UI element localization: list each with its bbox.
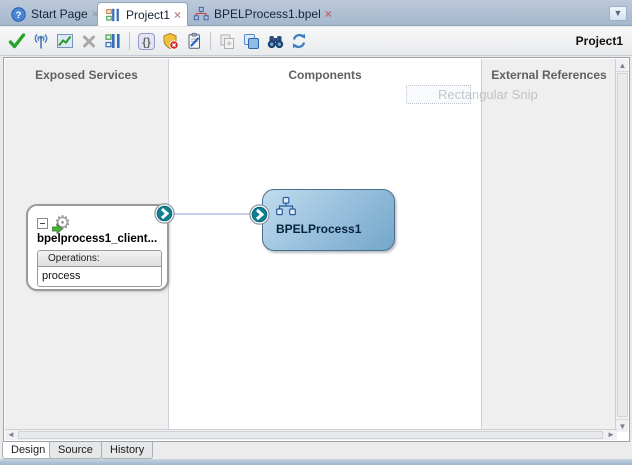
toolbar-project-label: Project1 [575,34,623,48]
help-icon: ? [11,6,26,22]
properties-braces-icon[interactable]: {} [134,29,158,53]
tab-label: Start Page [31,7,88,21]
toolbar-separator [129,32,130,50]
lane-title: External References [491,68,607,82]
close-icon[interactable]: × [174,7,182,22]
bpel-process-icon [275,196,297,217]
lane-divider [481,59,482,432]
scroll-right-icon[interactable]: ► [607,430,615,439]
metrics-chart-icon[interactable] [53,29,77,53]
windows-icon[interactable] [239,29,263,53]
scroll-down-icon[interactable]: ▼ [616,419,629,432]
tab-source[interactable]: Source [49,442,102,459]
operation-process[interactable]: process [38,267,161,286]
vertical-scrollbar[interactable]: ▲ ▼ [615,59,629,432]
operations-box: Operations: process [37,250,162,287]
svg-text:{}: {} [142,36,151,48]
binoculars-icon[interactable] [263,29,287,53]
collapse-minus-icon[interactable] [37,217,48,229]
operations-header: Operations: [38,251,161,267]
security-shield-icon[interactable] [158,29,182,53]
composite-icon [105,7,121,23]
component-title: BPELProcess1 [276,222,362,236]
checklist-icon[interactable] [182,29,206,53]
toolbar: {} [0,27,632,56]
tab-label: BPELProcess1.bpel [214,7,321,21]
lane-title: Exposed Services [35,68,138,82]
lane-title: Components [288,68,362,82]
close-icon[interactable]: × [91,7,99,21]
document-tab-bar: ? Start Page × Project1 × [0,0,632,26]
tab-bpelprocess1-bpel[interactable]: BPELProcess1.bpel × [186,2,338,26]
bpel-diagram-icon [193,6,209,22]
service-to-component-wire [172,213,256,215]
composite-icon[interactable] [101,29,125,53]
lane-external-references: External References [482,59,616,432]
close-icon[interactable]: × [324,7,332,21]
service-title: bpelprocess1_client... [37,233,158,245]
tab-history[interactable]: History [101,442,154,459]
validate-check-icon[interactable] [5,29,29,53]
horizontal-scroll-thumb[interactable] [18,431,603,439]
tab-start-page[interactable]: ? Start Page × [4,2,105,26]
editor-mode-tab-bar: Design Source History [0,442,632,459]
vertical-scroll-thumb[interactable] [617,73,628,417]
web-service-gear-icon: ⚙ [52,212,72,234]
service-bpelprocess1-client[interactable]: ⚙ bpelprocess1_client... Operations: pro… [26,204,169,291]
antenna-icon[interactable] [29,29,53,53]
tab-project1[interactable]: Project1 × [97,2,189,26]
component-bpelprocess1[interactable]: BPELProcess1 [262,189,395,251]
scroll-left-icon[interactable]: ◄ [7,430,15,439]
scroll-up-icon[interactable]: ▲ [616,59,629,72]
status-bar [0,459,632,465]
tab-list-chevron-button[interactable]: ▼ [609,6,627,21]
tab-design[interactable]: Design [2,442,55,459]
delete-x-icon[interactable] [77,29,101,53]
tab-label: Project1 [126,7,171,22]
svg-text:?: ? [16,10,22,21]
refresh-icon[interactable] [287,29,311,53]
composite-designer-canvas: Exposed Services Components External Ref… [3,57,630,442]
copy-icon[interactable] [215,29,239,53]
component-input-port[interactable] [249,204,270,225]
snip-ghost-text: Rectangular Snip [438,87,538,102]
service-output-port[interactable] [154,203,175,224]
snip-ghost-box [406,85,471,104]
horizontal-scrollbar[interactable]: ◄ ► [5,429,617,440]
toolbar-separator [210,32,211,50]
